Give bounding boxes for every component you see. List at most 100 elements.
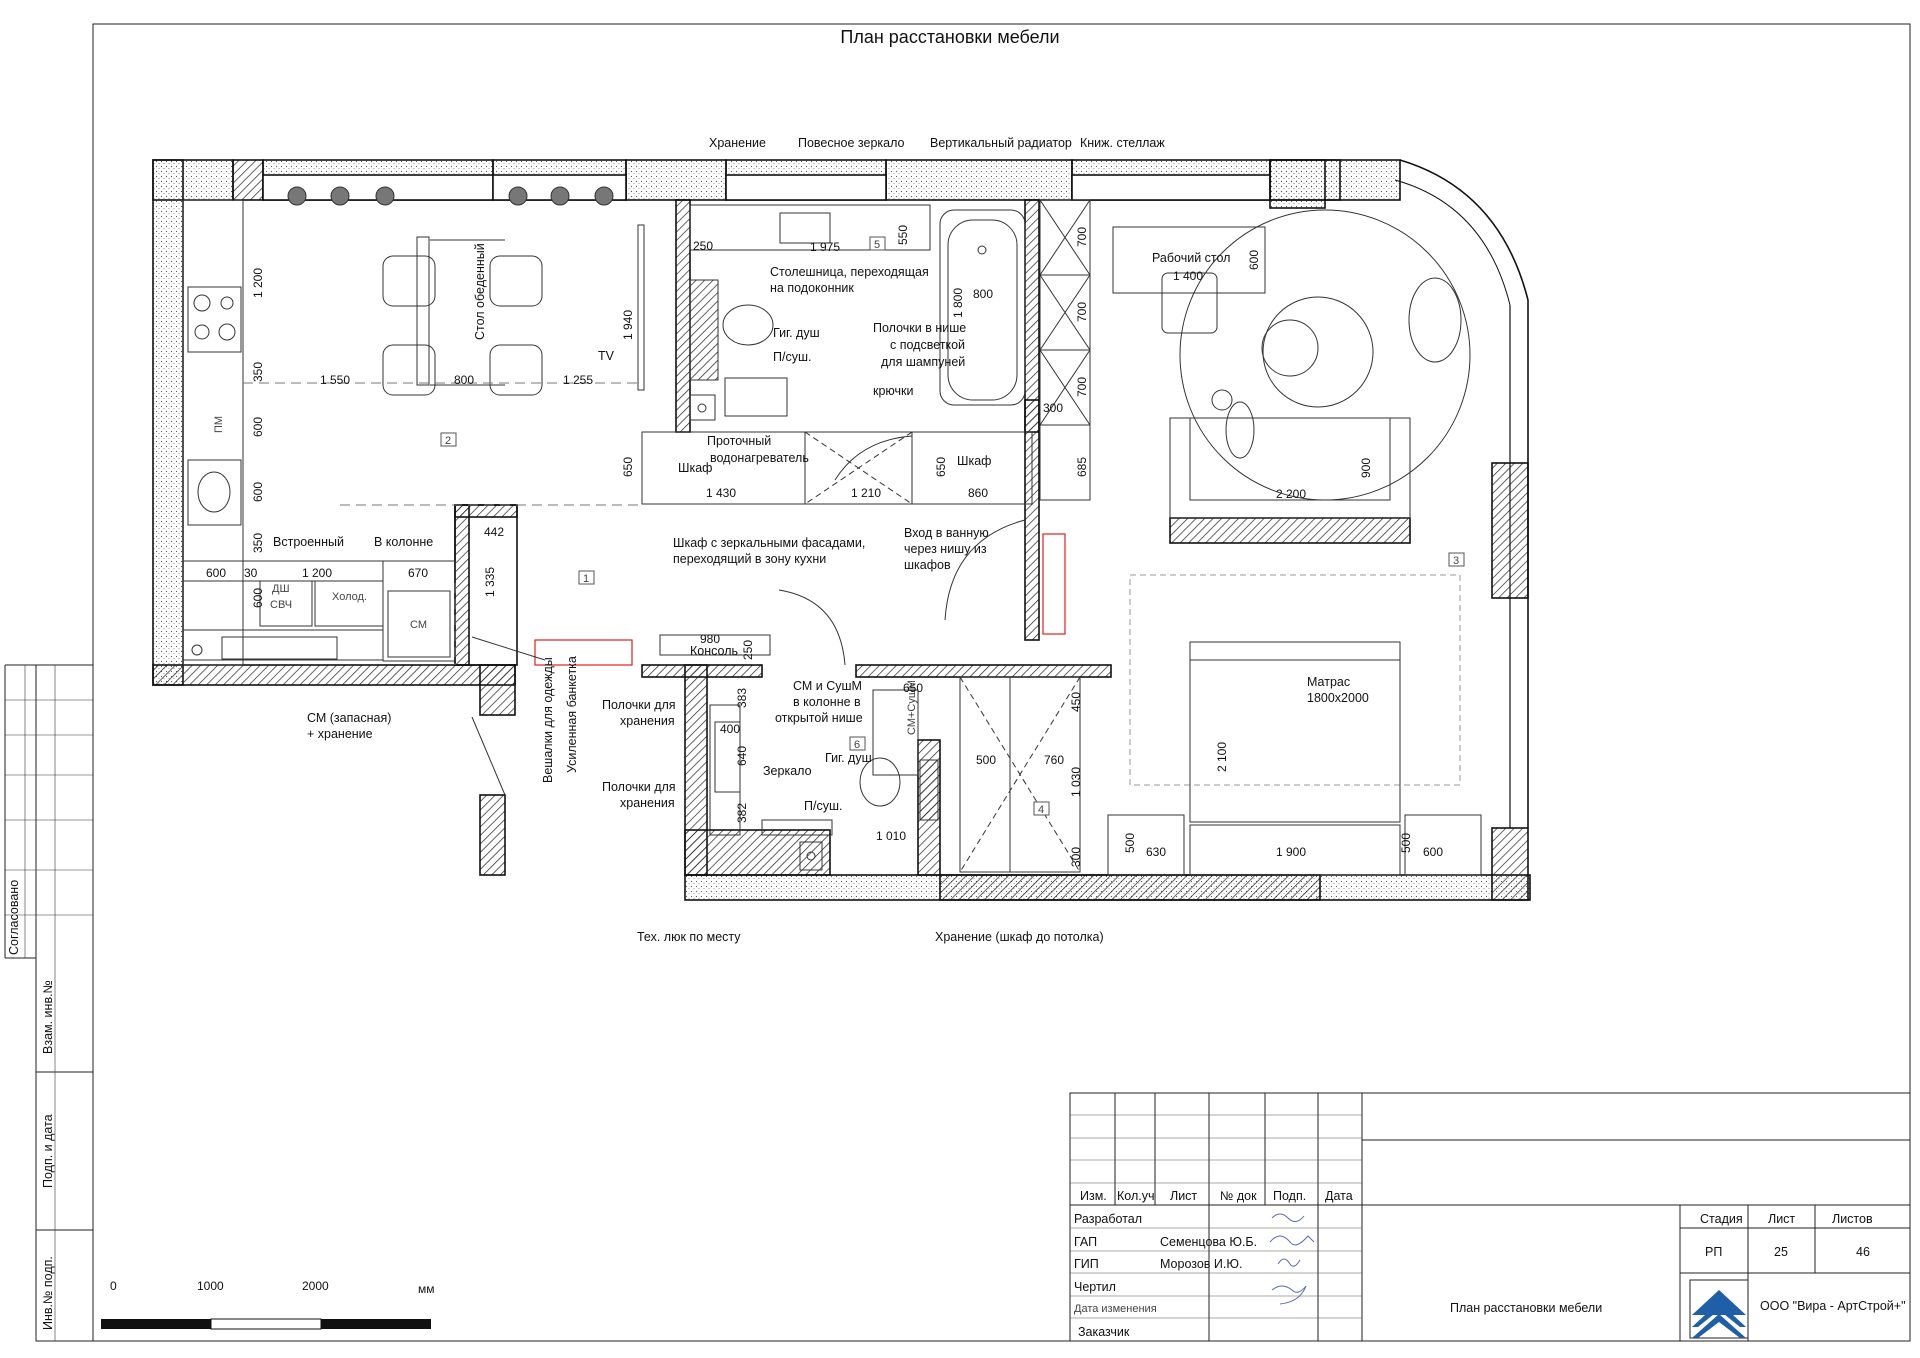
stage-label: Стадия bbox=[1700, 1212, 1743, 1226]
col-kol: Кол.уч bbox=[1117, 1189, 1155, 1203]
dim-442: 442 bbox=[484, 525, 504, 539]
label-storage-ceiling: Хранение (шкаф до потолка) bbox=[935, 930, 1104, 944]
label-bath-entry-3: шкафов bbox=[904, 558, 951, 572]
name-gap: Семенцова Ю.Б. bbox=[1160, 1235, 1257, 1249]
plant-icons bbox=[287, 186, 614, 206]
dim-600a: 600 bbox=[251, 417, 265, 437]
role-gap: ГАП bbox=[1074, 1235, 1097, 1249]
role-drawn: Чертил bbox=[1074, 1280, 1116, 1294]
stamp-agreed: Согласовано bbox=[7, 880, 21, 955]
label-shelves-storage-4: хранения bbox=[620, 796, 675, 810]
bay-window bbox=[1394, 159, 1529, 828]
label-hyg-shower-2: Гиг. душ bbox=[825, 751, 872, 765]
label-wm-dryer-2: в колонне в bbox=[793, 695, 861, 709]
dim-600b: 600 bbox=[251, 482, 265, 502]
label-mirror-wardrobe-1: Шкаф с зеркальными фасадами, bbox=[673, 536, 865, 550]
callout-radiator: Вертикальный радиатор bbox=[930, 136, 1072, 150]
room-number-2: 2 bbox=[445, 435, 451, 447]
stamp-inv-replace: Взам. инв.№ bbox=[41, 980, 55, 1054]
label-countertop-2: на подоконник bbox=[770, 281, 854, 295]
label-shelves-storage-3: Полочки для bbox=[602, 780, 676, 794]
dim-760: 760 bbox=[1044, 753, 1064, 767]
scale-0: 0 bbox=[110, 1279, 117, 1293]
label-dishwasher: ДШ bbox=[272, 583, 290, 595]
role-developed: Разработал bbox=[1074, 1212, 1142, 1226]
name-gip: Морозов И.Ю. bbox=[1160, 1257, 1242, 1271]
dim-500b: 500 bbox=[1123, 833, 1137, 853]
label-mattress-2: 1800x2000 bbox=[1307, 691, 1369, 705]
callout-mirror: Повесное зеркало bbox=[798, 136, 905, 150]
label-fridge: Холод. bbox=[332, 591, 367, 603]
role-change-date: Дата изменения bbox=[1074, 1303, 1157, 1315]
sheet-label: Лист bbox=[1768, 1212, 1795, 1226]
bathroom-main bbox=[641, 199, 1091, 621]
dim-450: 450 bbox=[1069, 692, 1083, 712]
label-tv: TV bbox=[598, 349, 615, 363]
col-sign: Подп. bbox=[1273, 1189, 1306, 1203]
room-number-6: 6 bbox=[854, 739, 860, 751]
dim-980: 980 bbox=[700, 632, 720, 646]
callout-storage: Хранение bbox=[709, 136, 766, 150]
drawing-name: План расстановки мебели bbox=[1450, 1301, 1602, 1315]
sheet-frame bbox=[4, 23, 1911, 1342]
dim-1200b: 1 200 bbox=[302, 566, 332, 580]
label-countertop-1: Столешница, переходящая bbox=[770, 265, 929, 279]
sheet-value: 25 bbox=[1774, 1245, 1788, 1259]
dim-30: 30 bbox=[244, 566, 258, 580]
label-shelves-storage-1: Полочки для bbox=[602, 698, 676, 712]
dim-1210: 1 210 bbox=[851, 486, 881, 500]
label-console: Консоль bbox=[690, 644, 738, 658]
label-wm-spare-1: СМ (запасная) bbox=[307, 711, 391, 725]
room-number-1: 1 bbox=[583, 573, 589, 585]
label-shelves-niche-2: с подсветкой bbox=[890, 338, 965, 352]
label-bath-entry-1: Вход в ванную bbox=[904, 526, 989, 540]
label-microwave: СВЧ bbox=[270, 599, 292, 611]
label-dining-table: Стол обеденный bbox=[473, 243, 487, 340]
dim-640: 640 bbox=[735, 746, 749, 766]
dim-700b: 700 bbox=[1075, 302, 1089, 322]
room-number-5: 5 bbox=[874, 239, 880, 251]
sheets-value: 46 bbox=[1856, 1245, 1870, 1259]
dim-350: 350 bbox=[251, 362, 265, 382]
dim-2100: 2 100 bbox=[1215, 742, 1229, 772]
label-mirror-wardrobe-2: переходящий в зону кухни bbox=[673, 552, 826, 566]
signatures bbox=[1269, 1213, 1315, 1305]
label-wardrobe-left: Шкаф bbox=[678, 461, 712, 475]
dim-250: 250 bbox=[693, 239, 713, 253]
dim-1400: 1 400 bbox=[1173, 269, 1203, 283]
role-gip: ГИП bbox=[1074, 1257, 1099, 1271]
label-tech-hatch: Тех. люк по месту bbox=[637, 930, 741, 944]
label-mattress-1: Матрас bbox=[1307, 675, 1350, 689]
room-number-3: 3 bbox=[1453, 555, 1459, 567]
dim-1800: 1 800 bbox=[951, 288, 965, 318]
company-logo bbox=[1689, 1279, 1749, 1339]
dim-600e: 600 bbox=[1247, 250, 1261, 270]
dim-1200: 1 200 bbox=[251, 268, 265, 298]
label-in-column: В колонне bbox=[374, 535, 433, 549]
dim-800: 800 bbox=[454, 373, 474, 387]
page-title: План расстановки мебели bbox=[840, 27, 1059, 47]
side-stamp: Согласовано Взам. инв.№ Подп. и дата Инв… bbox=[7, 880, 55, 1330]
dim-1335: 1 335 bbox=[483, 567, 497, 597]
dim-600c: 600 bbox=[206, 566, 226, 580]
dim-700c: 700 bbox=[1075, 377, 1089, 397]
dim-860: 860 bbox=[968, 486, 988, 500]
room-number-tags: 1 2 3 4 5 6 bbox=[440, 236, 1465, 816]
person-icon bbox=[1211, 389, 1255, 459]
dim-650c: 650 bbox=[903, 681, 923, 695]
dim-1430: 1 430 bbox=[706, 486, 736, 500]
labels: Хранение Повесное зеркало Вертикальный р… bbox=[213, 136, 1369, 944]
dim-700a: 700 bbox=[1075, 227, 1089, 247]
dim-1900: 1 900 bbox=[1276, 845, 1306, 859]
dim-550: 550 bbox=[896, 225, 910, 245]
label-hyg-shower: Гиг. душ bbox=[773, 326, 820, 340]
dim-382: 382 bbox=[735, 803, 749, 823]
label-heater-1: Проточный bbox=[707, 434, 771, 448]
dim-2200: 2 200 bbox=[1276, 487, 1306, 501]
col-izm: Изм. bbox=[1080, 1189, 1107, 1203]
label-wm-dryer-box: СМ+СушМ bbox=[906, 680, 918, 735]
dim-300: 300 bbox=[1043, 401, 1063, 415]
label-heater-2: водонагреватель bbox=[710, 451, 809, 465]
label-builtin: Встроенный bbox=[273, 535, 344, 549]
label-shelves-storage-2: хранения bbox=[620, 714, 675, 728]
